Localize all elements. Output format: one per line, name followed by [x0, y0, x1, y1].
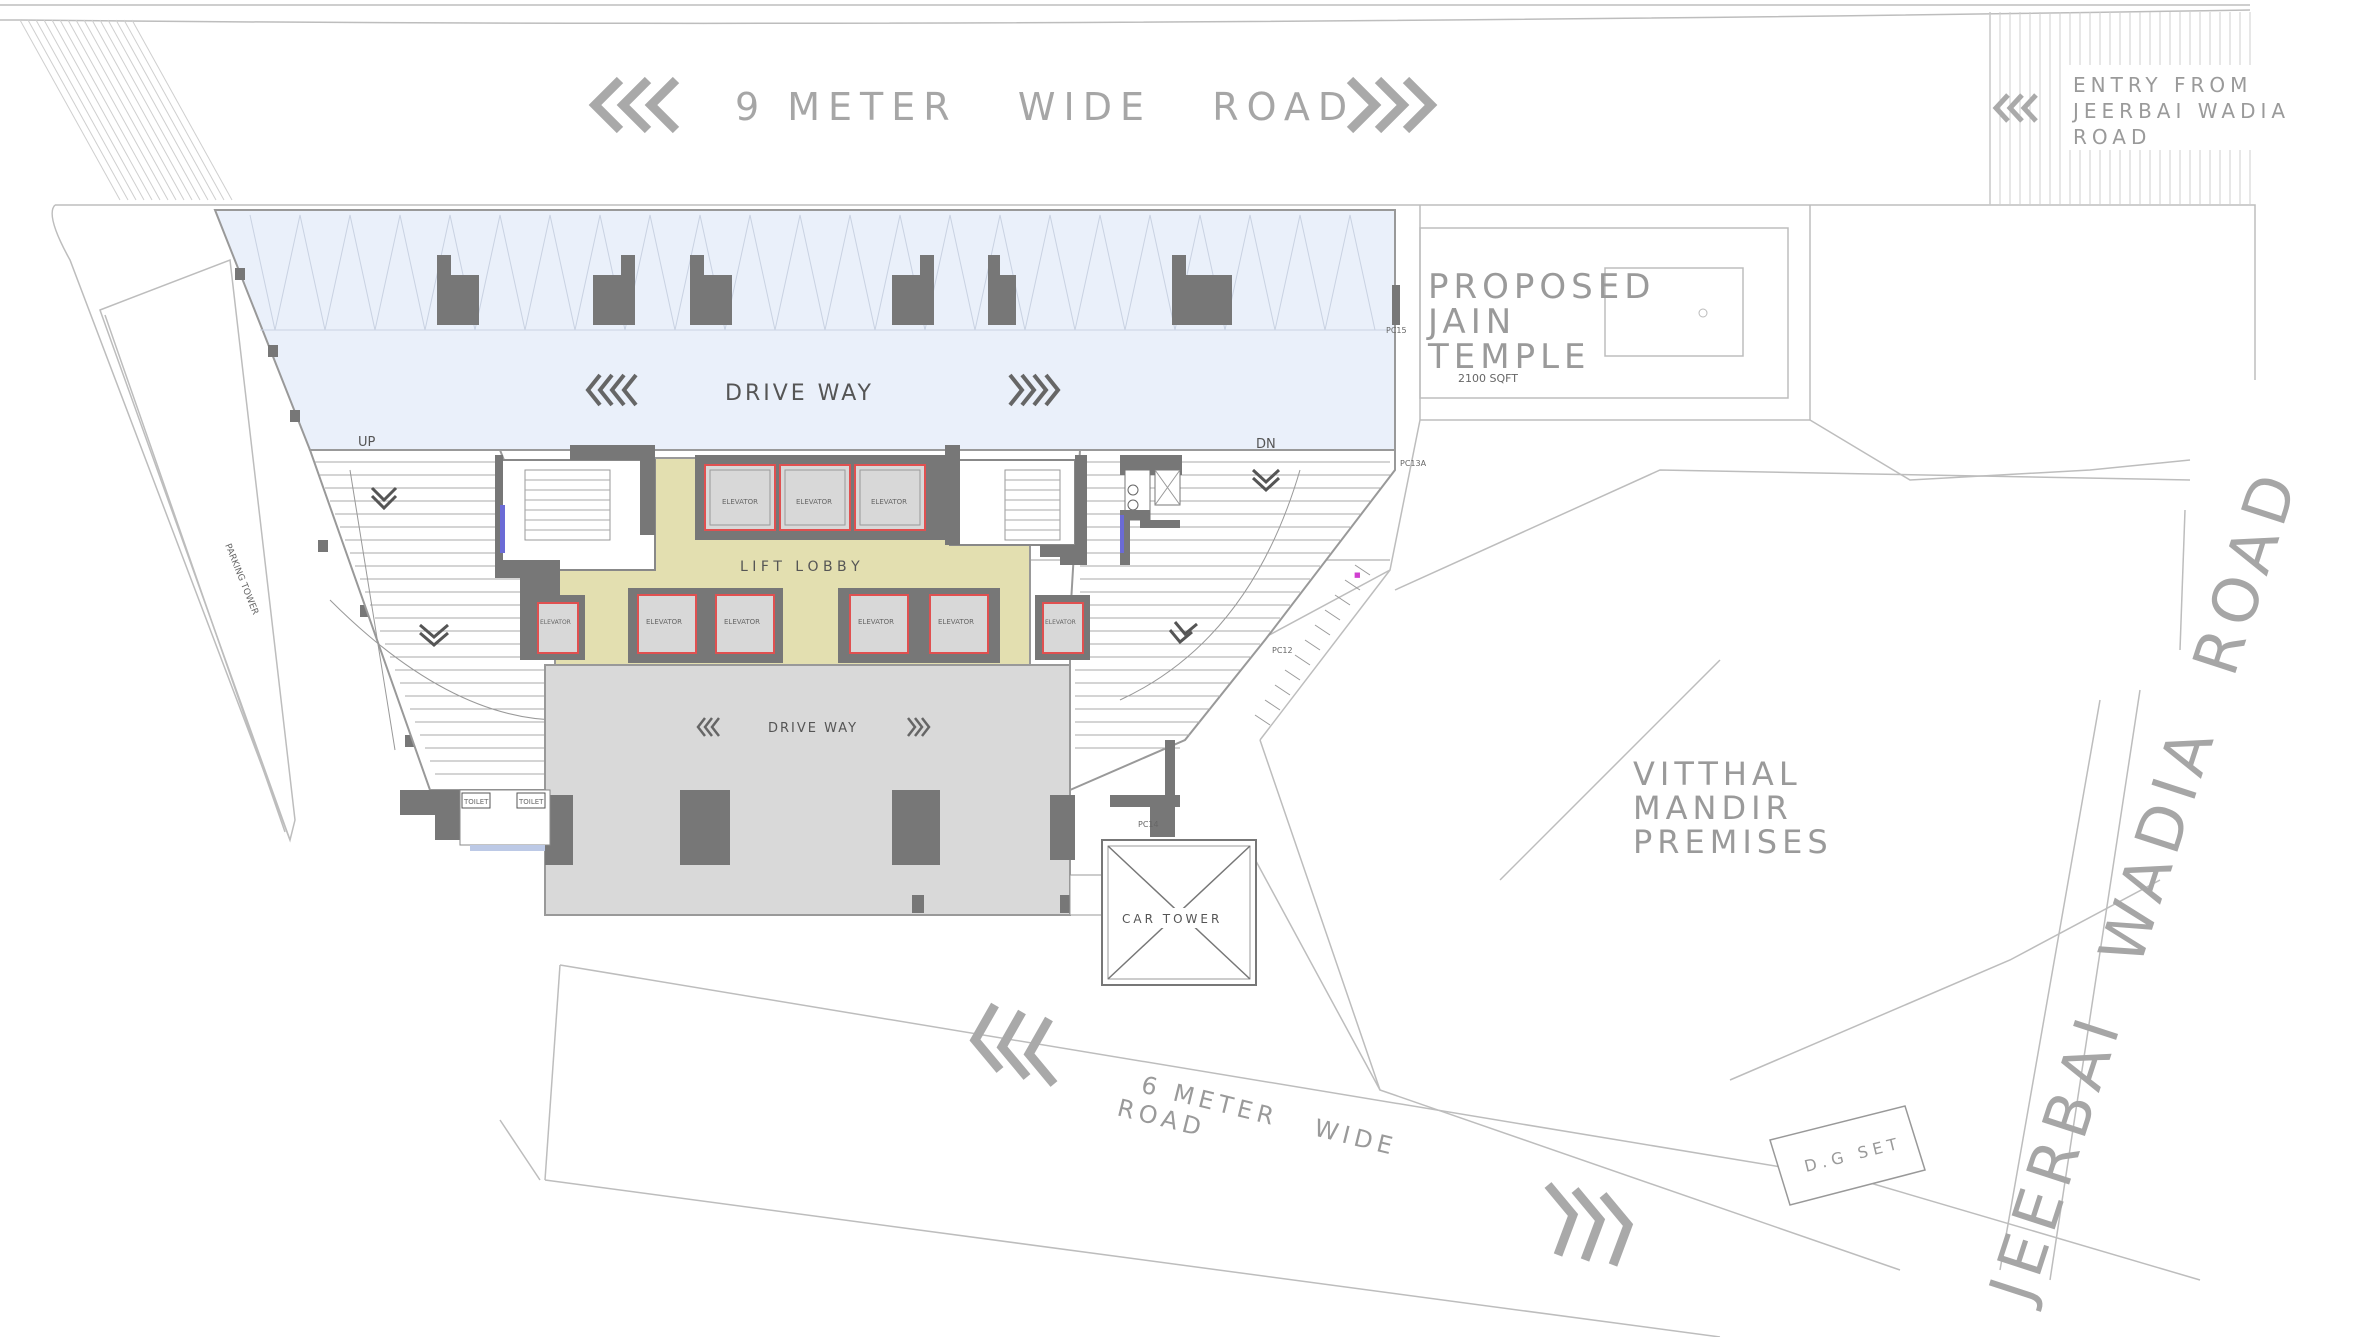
entry-label-line3: ROAD	[2073, 125, 2151, 149]
pc13a-label: PC13A	[1400, 459, 1427, 468]
top-road-chevrons-left	[588, 76, 680, 134]
pc14-label: PC14	[1138, 820, 1159, 829]
building: ELEVATOR ELEVATOR ELEVATOR ELEVATOR ELEV…	[213, 209, 1400, 916]
temple-label-line1: PROPOSED	[1428, 267, 1655, 307]
column	[892, 790, 940, 865]
up-arrow-chevrons	[370, 486, 449, 647]
up-label: UP	[358, 435, 376, 450]
dn-label: DN	[1256, 437, 1276, 452]
hatch-top-left	[19, 19, 233, 201]
elevator-label: ELEVATOR	[722, 498, 758, 506]
bottom-road-chevrons-right	[1544, 1182, 1634, 1267]
vitthal-label-line3: PREMISES	[1633, 823, 1833, 861]
elevator-label: ELEVATOR	[646, 618, 682, 626]
column	[1172, 275, 1232, 325]
toilet-label: TOILET	[463, 798, 489, 806]
vitthal-label-line1: VITTHAL	[1633, 755, 1802, 793]
column	[680, 790, 730, 865]
temple-label-line3: TEMPLE	[1427, 337, 1591, 377]
jain-temple	[1419, 227, 1789, 399]
pc12-label: PC12	[1272, 646, 1293, 655]
vitthal-label-line2: MANDIR	[1633, 789, 1793, 827]
marker: ■	[1354, 571, 1361, 579]
dg-set	[1769, 1105, 1926, 1206]
temple-area: 2100 SQFT	[1458, 372, 1518, 385]
entry-label-bg	[2065, 65, 2305, 150]
top-road-label: 9 METER WIDE ROAD	[735, 85, 1355, 129]
bottom-driveway-area	[544, 664, 1071, 916]
driveway-top-label: DRIVE WAY	[725, 381, 874, 406]
elevator-label: ELEVATOR	[871, 498, 907, 506]
entry-chevrons	[1992, 93, 2038, 123]
elevators-upper	[704, 464, 926, 531]
elevator-label: ELEVATOR	[540, 619, 571, 626]
column	[690, 275, 732, 325]
pc15-label: PC15	[1386, 326, 1407, 335]
elevator-label: ELEVATOR	[938, 618, 974, 626]
entry-label-line1: ENTRY FROM	[2073, 73, 2252, 97]
driveway-bottom-chevrons-right	[907, 717, 931, 737]
toilet-label: TOILET	[518, 798, 544, 806]
car-tower-label: CAR TOWER	[1122, 912, 1222, 926]
driveway-top-chevrons-left	[585, 373, 638, 407]
top-road-chevrons-right	[1346, 76, 1438, 134]
parking-tower-label: PARKING TOWER	[222, 542, 260, 616]
elevator-label: ELEVATOR	[1045, 619, 1076, 626]
column	[437, 275, 479, 325]
lift-lobby-label: L I F T L O B B Y	[740, 559, 860, 575]
column	[892, 275, 934, 325]
driveway-bottom-label: DRIVE WAY	[768, 721, 858, 736]
bottom-road-chevrons-left	[969, 1002, 1058, 1087]
elevators-lower	[637, 594, 989, 654]
dn-arrow-chevrons	[1168, 468, 1281, 645]
elevator-label: ELEVATOR	[858, 618, 894, 626]
column	[988, 275, 1016, 325]
elevator-label: ELEVATOR	[724, 618, 760, 626]
car-tower-label-bg	[1118, 908, 1246, 928]
elevator-label: ELEVATOR	[796, 498, 832, 506]
temple-label-line2: JAIN	[1426, 302, 1516, 342]
right-road-label: JEERBAI WADIA ROAD	[1974, 458, 2314, 1313]
driveway-bottom-chevrons-left	[696, 717, 720, 737]
column	[593, 275, 635, 325]
driveway-top-chevrons-right	[1008, 373, 1061, 407]
entry-label-line2: JEERBAI WADIA	[2071, 99, 2290, 123]
